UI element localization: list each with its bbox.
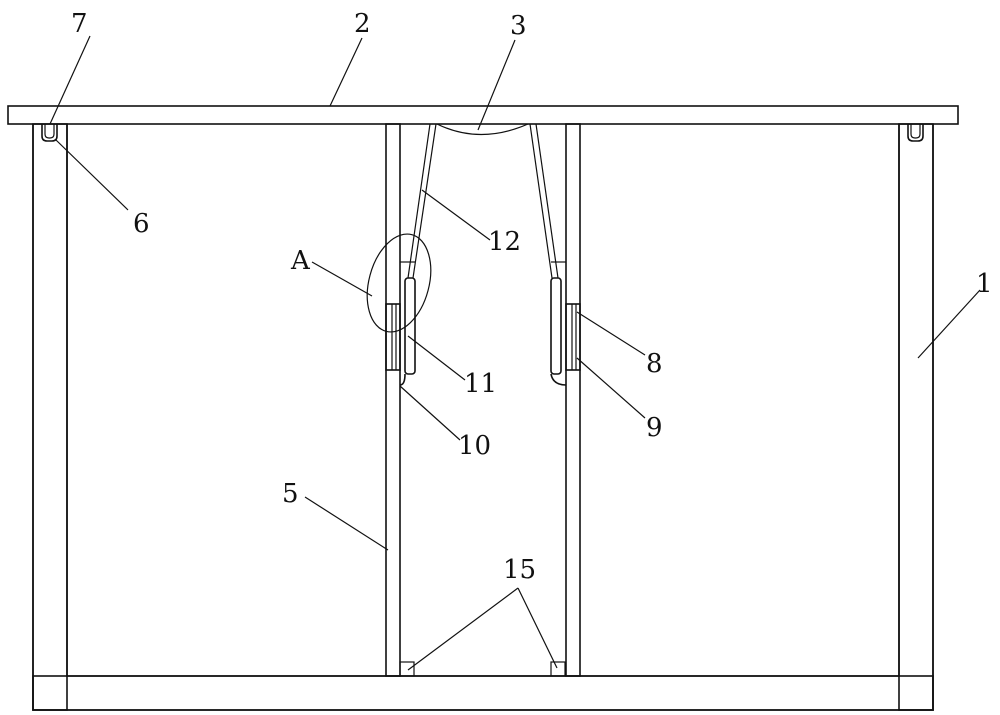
outer-box: [32, 123, 934, 711]
label-7: 7: [71, 9, 88, 39]
right-clip: [907, 124, 924, 142]
left-mesh-block: [399, 661, 415, 677]
label-10: 10: [458, 431, 491, 461]
label-9: 9: [646, 413, 663, 443]
right-strap: [529, 123, 559, 279]
label-8: 8: [646, 349, 663, 379]
label-2: 2: [354, 9, 371, 39]
label-1: 1: [976, 269, 993, 299]
leader-lines: [49, 35, 981, 671]
label-11: 11: [464, 369, 497, 399]
label-6: 6: [133, 209, 150, 239]
right-mesh-block: [550, 661, 566, 677]
left-clip: [41, 124, 58, 142]
left-slot: [385, 303, 401, 371]
label-3: 3: [510, 11, 527, 41]
left-partition: [385, 123, 401, 677]
label-15: 15: [503, 555, 536, 585]
top-lid: [7, 105, 959, 125]
lid-arc: [436, 123, 529, 136]
right-partition: [565, 123, 581, 677]
label-a: A: [290, 246, 311, 276]
right-rod: [550, 261, 567, 386]
left-strap: [407, 123, 437, 279]
label-12: 12: [488, 227, 521, 257]
label-5: 5: [282, 479, 299, 509]
left-rod: [399, 261, 416, 386]
detail-circle-a: [366, 233, 432, 333]
right-slot: [565, 303, 581, 371]
